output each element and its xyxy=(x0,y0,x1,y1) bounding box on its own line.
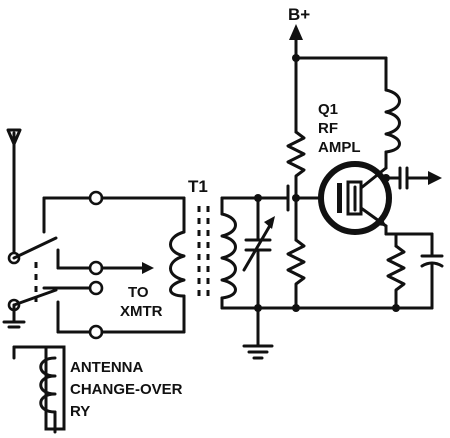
bias-resistor-lower xyxy=(286,196,306,310)
label-change-over: CHANGE-OVER xyxy=(70,381,183,398)
terminal-return xyxy=(88,324,104,340)
terminal-xmtr-2 xyxy=(88,280,104,296)
collector-coil xyxy=(384,88,401,170)
bias-resistor-upper xyxy=(286,130,306,200)
emitter-network xyxy=(384,224,444,310)
label-rf: RF xyxy=(318,120,338,137)
to-xmtr-arrow xyxy=(100,262,154,274)
label-ampl: AMPL xyxy=(318,139,361,156)
label-antenna: ANTENNA xyxy=(70,359,143,376)
output-coupling xyxy=(384,166,442,190)
ground-symbol xyxy=(242,306,274,360)
label-to: TO xyxy=(128,284,149,301)
terminal-xmtr-1 xyxy=(88,260,104,276)
transformer-t1 xyxy=(169,206,237,302)
label-xmtr: XMTR xyxy=(120,303,163,320)
label-ry: RY xyxy=(70,403,90,420)
label-t1: T1 xyxy=(188,177,208,196)
antenna-symbol xyxy=(6,128,22,257)
label-b-plus: B+ xyxy=(288,5,310,24)
transistor-q1 xyxy=(318,161,392,235)
relay-coil-symbol xyxy=(12,345,66,434)
relay-switch-lower xyxy=(2,286,92,334)
junction-dots xyxy=(254,54,400,312)
tuning-capacitor xyxy=(242,196,275,310)
label-q1: Q1 xyxy=(318,101,338,118)
terminal-antenna-in xyxy=(88,190,104,206)
supply-rail xyxy=(289,24,388,134)
primary-wiring xyxy=(100,196,186,334)
relay-switch-upper xyxy=(7,196,92,270)
